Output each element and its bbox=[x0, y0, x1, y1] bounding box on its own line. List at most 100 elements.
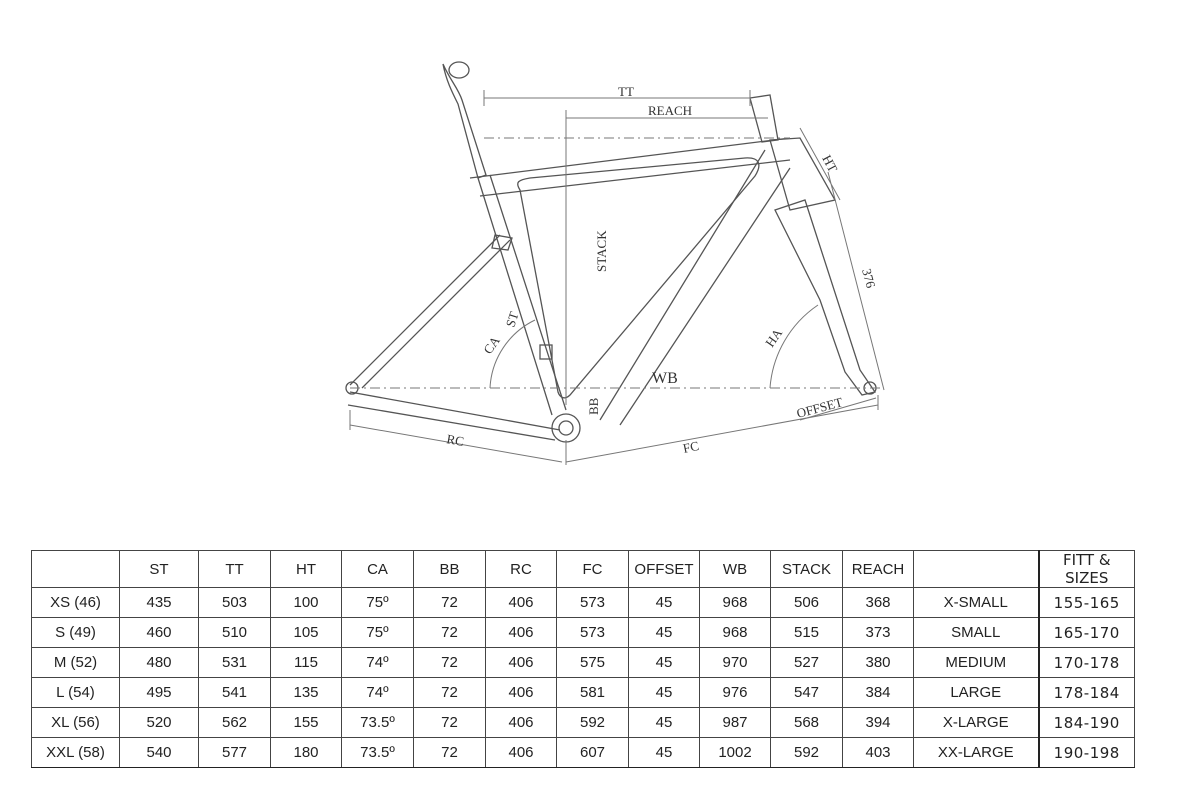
size-cell: XL (56) bbox=[31, 707, 120, 738]
table-cell: 155 bbox=[270, 707, 342, 738]
size-cell: M (52) bbox=[31, 647, 120, 678]
size-cell: S (49) bbox=[31, 617, 120, 648]
fc-label: FC bbox=[682, 438, 701, 456]
table-cell: 976 bbox=[699, 677, 771, 708]
top-tube bbox=[469, 137, 791, 197]
table-header-row: ST TT HT CA BB RC FC OFFSET WB STACK REA… bbox=[31, 550, 1135, 588]
chain-stay bbox=[347, 391, 561, 441]
down-tube bbox=[599, 149, 791, 426]
fitt-size-cell: 155-165 bbox=[1037, 587, 1135, 618]
table-cell: 406 bbox=[485, 647, 557, 678]
table-cell: 135 bbox=[270, 677, 342, 708]
table-cell: SMALL bbox=[913, 617, 1039, 648]
table-cell: 72 bbox=[413, 677, 486, 708]
header-cell-fitt: FITT & SIZES bbox=[1037, 550, 1135, 588]
header-cell: ST bbox=[119, 550, 199, 588]
table-cell: 520 bbox=[119, 707, 199, 738]
table-cell: 100 bbox=[270, 587, 342, 618]
table-cell: 503 bbox=[198, 587, 271, 618]
reach-label: REACH bbox=[648, 103, 692, 118]
table-cell: 987 bbox=[699, 707, 771, 738]
seat-tube bbox=[477, 174, 567, 416]
table-cell: 73.5º bbox=[341, 707, 414, 738]
tt-label: TT bbox=[618, 84, 634, 99]
header-cell: CA bbox=[341, 550, 414, 588]
ht-label: HT bbox=[819, 152, 840, 174]
seat-stay bbox=[349, 234, 511, 389]
table-cell: 592 bbox=[770, 737, 843, 768]
table-cell: 72 bbox=[413, 647, 486, 678]
header-cell: FC bbox=[556, 550, 629, 588]
bb-label: BB bbox=[586, 397, 601, 415]
header-cell: STACK bbox=[770, 550, 843, 588]
table-cell: 547 bbox=[770, 677, 843, 708]
table-cell: 72 bbox=[413, 737, 486, 768]
front-triangle-window bbox=[517, 157, 760, 399]
table-cell: 575 bbox=[556, 647, 629, 678]
table-cell: 406 bbox=[485, 737, 557, 768]
table-cell: 74º bbox=[341, 647, 414, 678]
offset-label: OFFSET bbox=[795, 394, 844, 421]
rc-label: RC bbox=[445, 431, 465, 449]
header-cell: RC bbox=[485, 550, 557, 588]
table-cell: 540 bbox=[119, 737, 199, 768]
size-cell: XS (46) bbox=[31, 587, 120, 618]
header-cell: REACH bbox=[842, 550, 914, 588]
header-cell: TT bbox=[198, 550, 271, 588]
fitt-size-cell: 184-190 bbox=[1037, 707, 1135, 738]
table-cell: 531 bbox=[198, 647, 271, 678]
table-cell: 435 bbox=[119, 587, 199, 618]
table-cell: 562 bbox=[198, 707, 271, 738]
table-cell: 495 bbox=[119, 677, 199, 708]
table-cell: 72 bbox=[413, 587, 486, 618]
table-cell: 506 bbox=[770, 587, 843, 618]
frame-geometry-diagram: TT REACH HT STACK ST CA HA 376 WB BB RC … bbox=[345, 61, 885, 465]
header-cell: HT bbox=[270, 550, 342, 588]
table-cell: 968 bbox=[699, 587, 771, 618]
bottom-bracket bbox=[551, 413, 581, 443]
table-cell: 406 bbox=[485, 707, 557, 738]
size-cell: XXL (58) bbox=[31, 737, 120, 768]
geometry-table: ST TT HT CA BB RC FC OFFSET WB STACK REA… bbox=[31, 550, 1135, 768]
table-cell: X-SMALL bbox=[913, 587, 1039, 618]
table-cell: 45 bbox=[628, 647, 700, 678]
table-cell: 74º bbox=[341, 677, 414, 708]
table-cell: 406 bbox=[485, 587, 557, 618]
table-cell: 45 bbox=[628, 617, 700, 648]
table-cell: X-LARGE bbox=[913, 707, 1039, 738]
table-cell: 72 bbox=[413, 707, 486, 738]
seatpost bbox=[442, 63, 487, 179]
table-cell: 460 bbox=[119, 617, 199, 648]
table-cell: 45 bbox=[628, 707, 700, 738]
fitt-size-cell: 178-184 bbox=[1037, 677, 1135, 708]
table-cell: 373 bbox=[842, 617, 914, 648]
table-cell: 515 bbox=[770, 617, 843, 648]
table-cell: 72 bbox=[413, 617, 486, 648]
table-cell: 105 bbox=[270, 617, 342, 648]
table-cell: LARGE bbox=[913, 677, 1039, 708]
header-cell: OFFSET bbox=[628, 550, 700, 588]
table-cell: 75º bbox=[341, 587, 414, 618]
stack-label: STACK bbox=[594, 230, 609, 272]
table-cell: 403 bbox=[842, 737, 914, 768]
table-cell: 1002 bbox=[699, 737, 771, 768]
table-cell: 970 bbox=[699, 647, 771, 678]
table-cell: 180 bbox=[270, 737, 342, 768]
table-cell: 573 bbox=[556, 617, 629, 648]
header-cell: BB bbox=[413, 550, 486, 588]
header-cell bbox=[913, 550, 1039, 588]
table-cell: MEDIUM bbox=[913, 647, 1039, 678]
table-cell: 368 bbox=[842, 587, 914, 618]
table-cell: 115 bbox=[270, 647, 342, 678]
table-cell: 510 bbox=[198, 617, 271, 648]
table-cell: 394 bbox=[842, 707, 914, 738]
table-cell: 607 bbox=[556, 737, 629, 768]
table-cell: 592 bbox=[556, 707, 629, 738]
table-cell: 75º bbox=[341, 617, 414, 648]
